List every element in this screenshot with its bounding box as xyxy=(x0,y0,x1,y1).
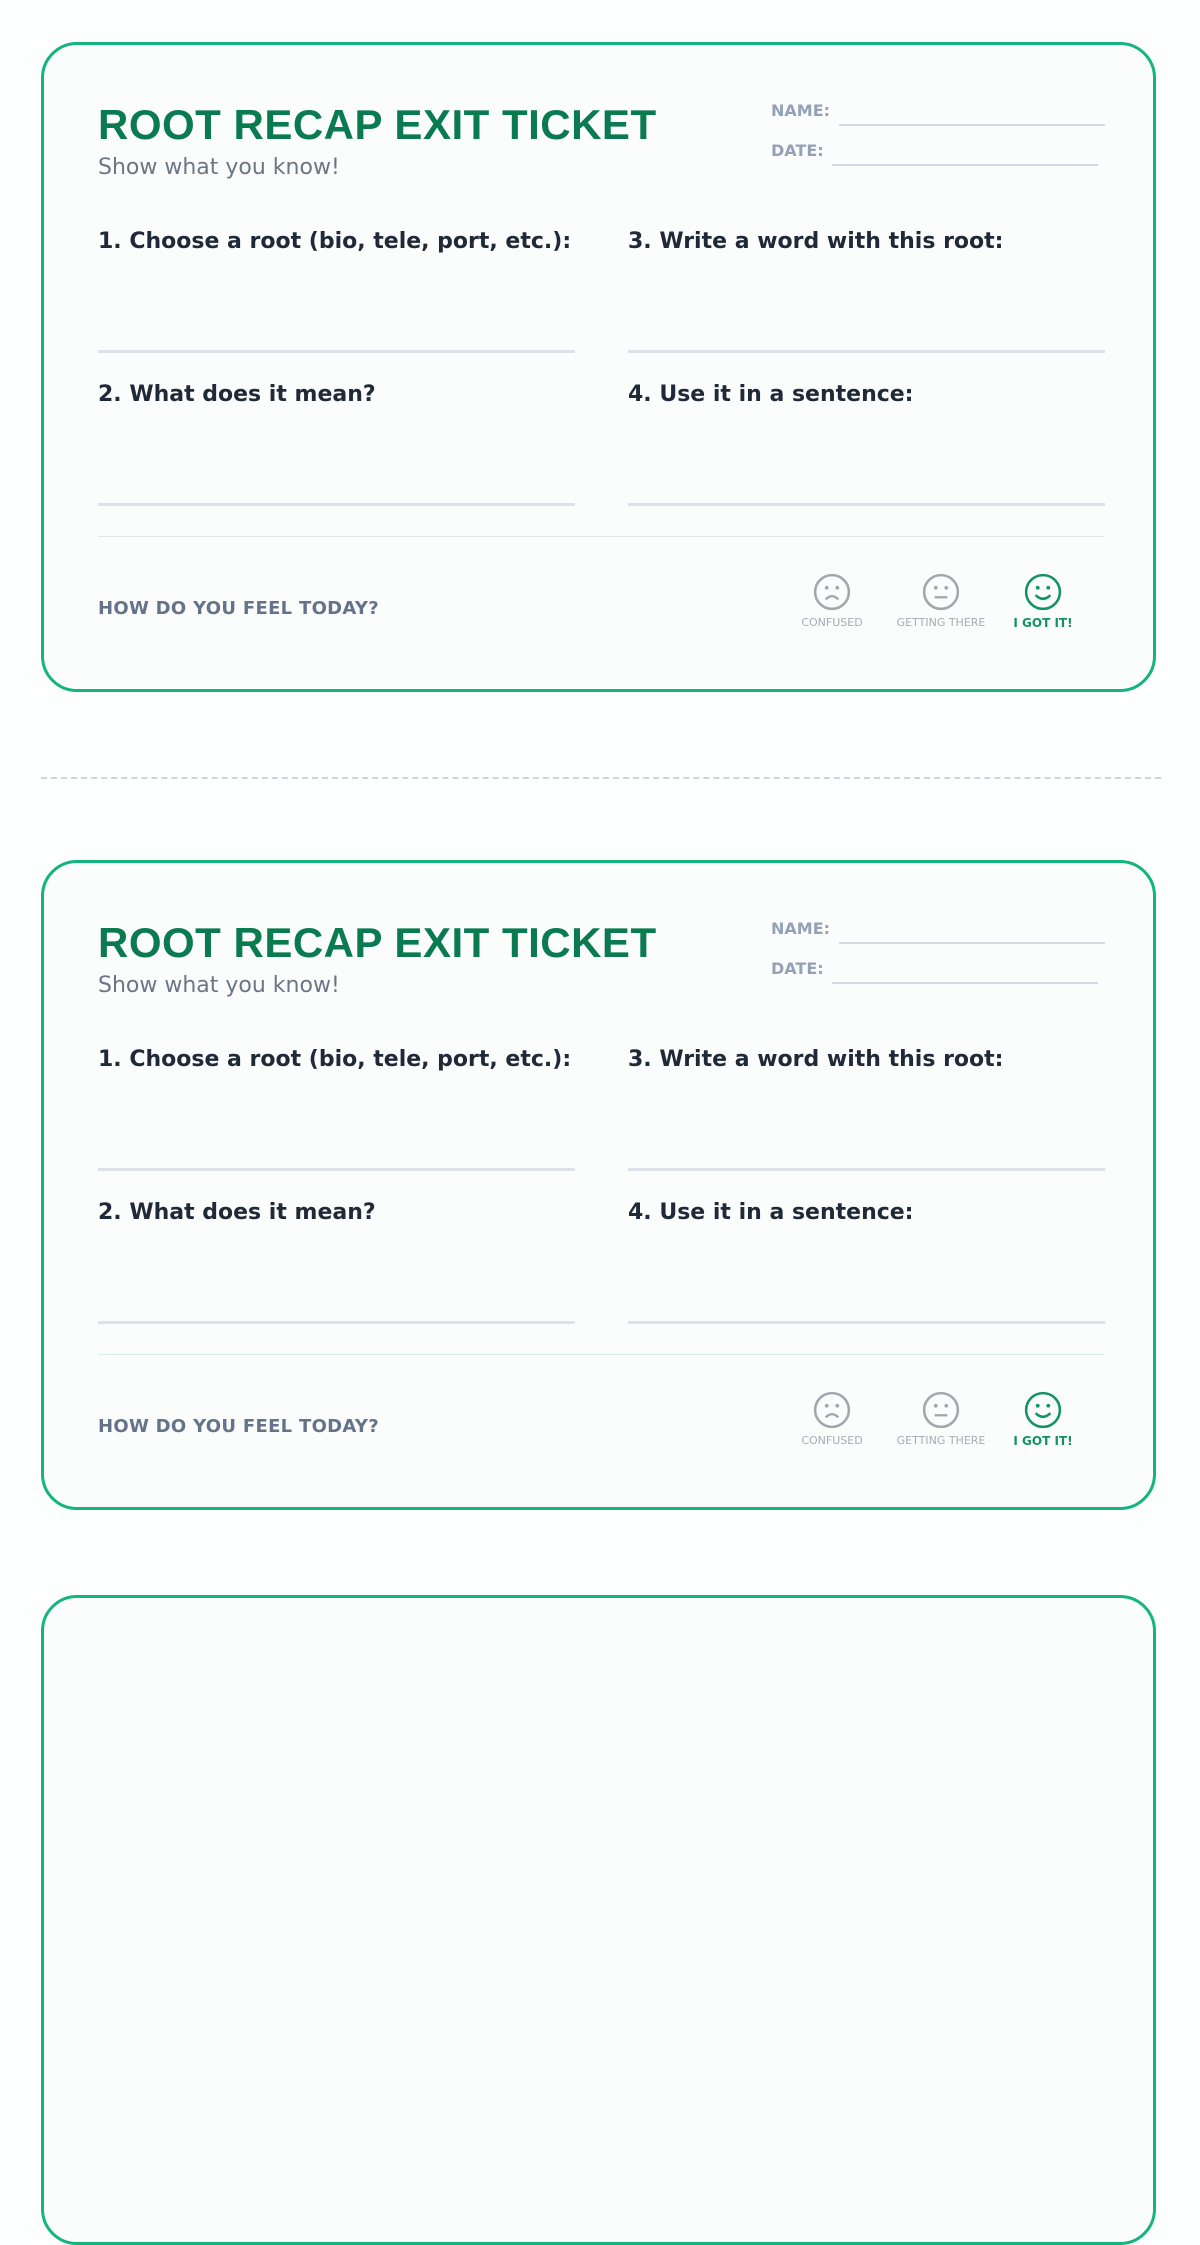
question-4: 4. Use it in a sentence: xyxy=(628,382,914,407)
answer-line-1[interactable] xyxy=(98,1168,575,1171)
question-2: 2. What does it mean? xyxy=(98,382,376,407)
exit-ticket-card xyxy=(41,1595,1156,2245)
divider xyxy=(98,536,1104,537)
date-label: DATE: xyxy=(771,959,824,978)
mood-label: CONFUSED xyxy=(801,616,863,629)
exit-ticket-card: ROOT RECAP EXIT TICKET Show what you kno… xyxy=(41,860,1156,1510)
divider xyxy=(98,1354,1104,1355)
ticket-subtitle: Show what you know! xyxy=(98,155,340,180)
ticket-title: ROOT RECAP EXIT TICKET xyxy=(98,919,657,966)
date-field[interactable] xyxy=(832,164,1098,166)
ticket-subtitle: Show what you know! xyxy=(98,973,340,998)
mood-option-getting-there[interactable]: GETTING THERE xyxy=(886,1391,996,1447)
mood-option-confused[interactable]: CONFUSED xyxy=(777,1391,887,1447)
question-1: 1. Choose a root (bio, tele, port, etc.)… xyxy=(98,229,572,254)
neutral-face-icon xyxy=(886,1391,996,1429)
mood-label: I GOT IT! xyxy=(1013,616,1073,630)
answer-line-4[interactable] xyxy=(628,1321,1105,1324)
mood-option-got-it[interactable]: I GOT IT! xyxy=(988,1391,1098,1448)
ticket-title: ROOT RECAP EXIT TICKET xyxy=(98,101,657,148)
smile-icon xyxy=(988,1391,1098,1429)
name-label: NAME: xyxy=(771,101,831,120)
answer-line-1[interactable] xyxy=(98,350,575,353)
answer-line-2[interactable] xyxy=(98,503,575,506)
name-field[interactable] xyxy=(839,124,1105,126)
frown-icon xyxy=(777,573,887,611)
mood-label: GETTING THERE xyxy=(896,616,986,629)
neutral-face-icon xyxy=(886,573,996,611)
name-field[interactable] xyxy=(839,942,1105,944)
mood-option-got-it[interactable]: I GOT IT! xyxy=(988,573,1098,630)
cut-line xyxy=(41,777,1161,779)
question-3: 3. Write a word with this root: xyxy=(628,229,1004,254)
question-3: 3. Write a word with this root: xyxy=(628,1047,1004,1072)
mood-option-confused[interactable]: CONFUSED xyxy=(777,573,887,629)
question-2: 2. What does it mean? xyxy=(98,1200,376,1225)
mood-label: CONFUSED xyxy=(801,1434,863,1447)
answer-line-2[interactable] xyxy=(98,1321,575,1324)
name-label: NAME: xyxy=(771,919,831,938)
mood-label: GETTING THERE xyxy=(896,1434,986,1447)
answer-line-3[interactable] xyxy=(628,1168,1105,1171)
frown-icon xyxy=(777,1391,887,1429)
question-4: 4. Use it in a sentence: xyxy=(628,1200,914,1225)
date-label: DATE: xyxy=(771,141,824,160)
question-1: 1. Choose a root (bio, tele, port, etc.)… xyxy=(98,1047,572,1072)
feeling-prompt: HOW DO YOU FEEL TODAY? xyxy=(98,598,380,619)
answer-line-4[interactable] xyxy=(628,503,1105,506)
mood-label: I GOT IT! xyxy=(1013,1434,1073,1448)
mood-option-getting-there[interactable]: GETTING THERE xyxy=(886,573,996,629)
date-field[interactable] xyxy=(832,982,1098,984)
answer-line-3[interactable] xyxy=(628,350,1105,353)
smile-icon xyxy=(988,573,1098,611)
feeling-prompt: HOW DO YOU FEEL TODAY? xyxy=(98,1416,380,1437)
exit-ticket-card: ROOT RECAP EXIT TICKET Show what you kno… xyxy=(41,42,1156,692)
